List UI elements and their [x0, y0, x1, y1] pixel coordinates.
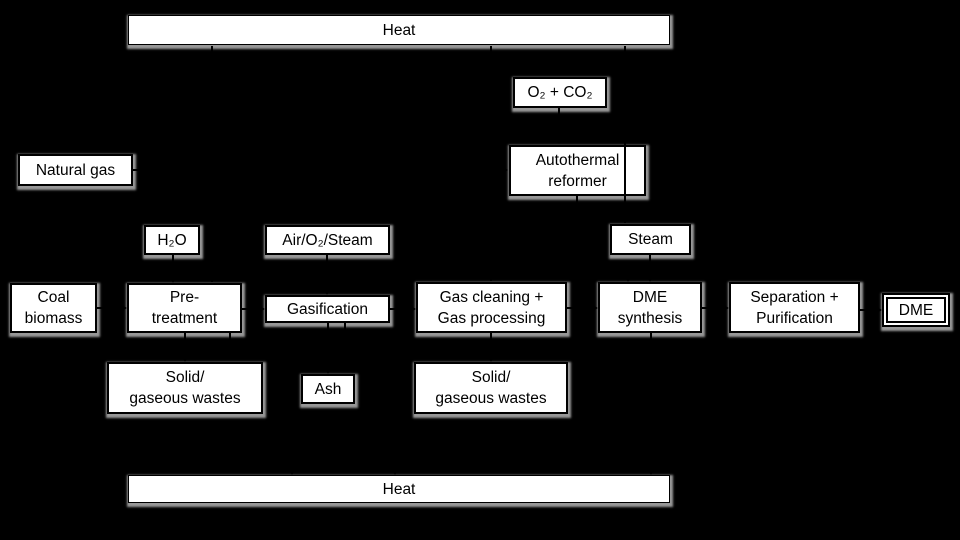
box-coal-biomass-label: Coal biomass: [24, 289, 83, 327]
box-dme-product-inner-border: DME: [886, 297, 946, 323]
box-gas-cleaning-label: Gas cleaning + Gas processing: [437, 288, 546, 327]
box-solid-gaseous-wastes-left-label: Solid/ gaseous wastes: [129, 369, 241, 407]
box-heat-top: Heat: [128, 15, 670, 45]
box-solid-gaseous-wastes-left: Solid/ gaseous wastes: [107, 362, 263, 414]
box-steam: Steam: [610, 224, 691, 255]
box-coal-biomass: Coal biomass: [10, 283, 97, 333]
box-natural-gas-label: Natural gas: [35, 161, 116, 179]
box-heat-top-label: Heat: [382, 21, 416, 39]
box-autothermal-reformer: Autothermal reformer: [509, 145, 646, 196]
box-air-o2-steam: Air/O₂/Steam: [265, 225, 390, 255]
box-gasification: Gasification: [265, 295, 390, 323]
box-pre-treatment-label: Pre- treatment: [151, 289, 218, 327]
box-solid-gaseous-wastes-right: Solid/ gaseous wastes: [414, 362, 568, 414]
box-h2o: H₂O: [144, 225, 200, 255]
box-dme-product-label: DME: [898, 301, 934, 319]
box-h2o-label: H₂O: [157, 231, 187, 249]
box-gasification-label: Gasification: [287, 300, 368, 318]
box-heat-bottom-label: Heat: [382, 480, 416, 498]
box-pre-treatment: Pre- treatment: [127, 283, 242, 333]
box-steam-label: Steam: [628, 231, 673, 248]
box-gas-cleaning: Gas cleaning + Gas processing: [416, 282, 567, 333]
box-ash: Ash: [301, 374, 355, 404]
box-air-o2-steam-label: Air/O₂/Steam: [282, 231, 373, 249]
box-autothermal-reformer-label: Autothermal reformer: [535, 151, 620, 190]
box-ash-label: Ash: [314, 380, 342, 398]
box-dme-synthesis: DME synthesis: [598, 282, 702, 333]
box-dme-product: DME: [882, 293, 950, 327]
box-o2-co2-label: O₂ + CO₂: [527, 84, 593, 101]
box-dme-synthesis-label: DME synthesis: [617, 288, 683, 327]
box-separation-purification-label: Separation + Purification: [750, 288, 839, 327]
box-heat-bottom: Heat: [128, 475, 670, 503]
box-o2-co2: O₂ + CO₂: [513, 77, 607, 108]
box-separation-purification: Separation + Purification: [729, 282, 860, 333]
box-natural-gas: Natural gas: [18, 154, 133, 186]
box-solid-gaseous-wastes-right-label: Solid/ gaseous wastes: [435, 369, 547, 407]
